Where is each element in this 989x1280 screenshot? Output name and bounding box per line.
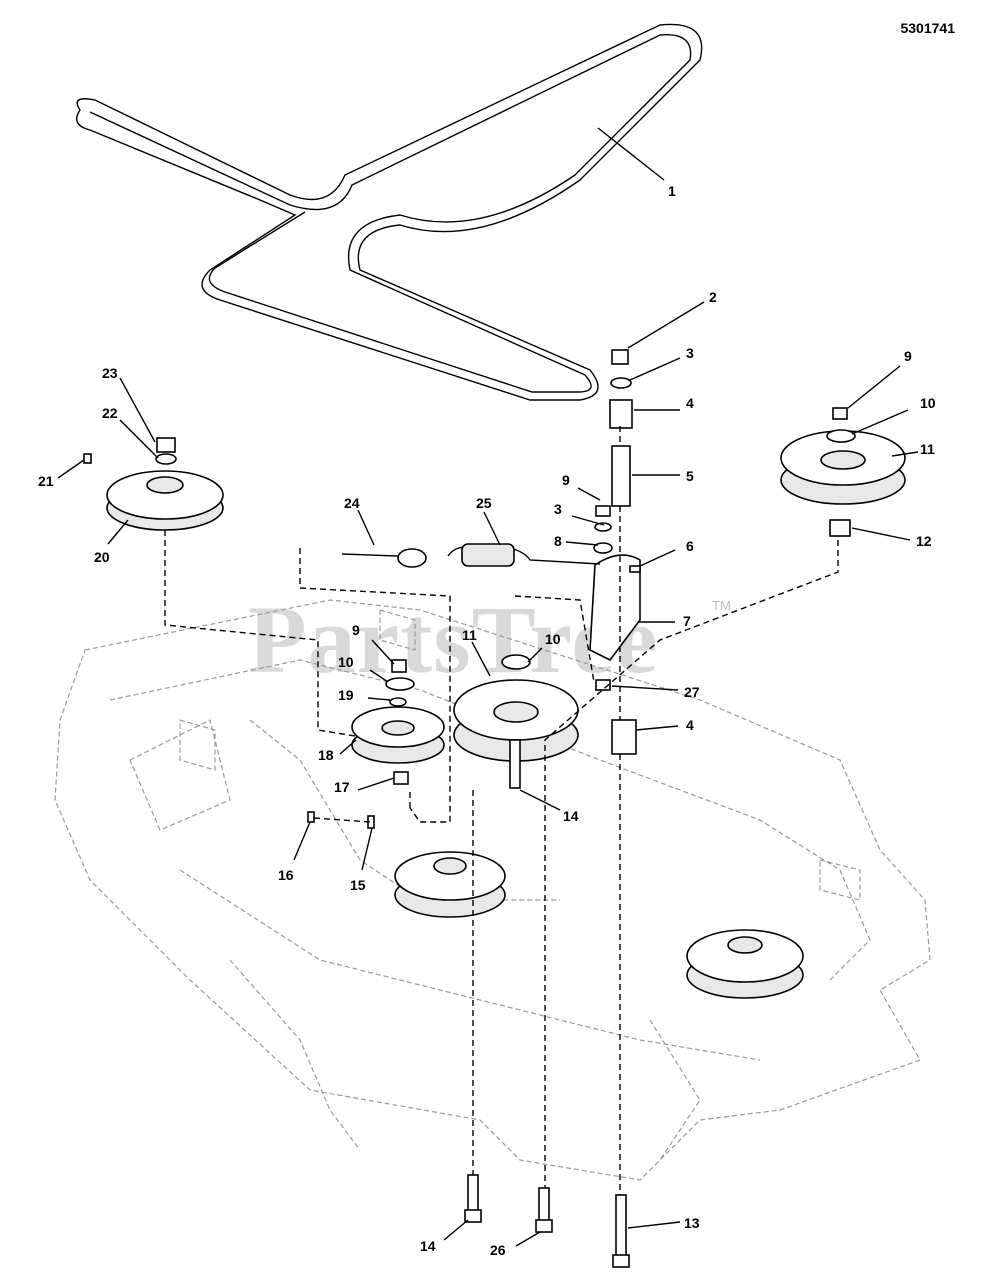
pulley-20 bbox=[83, 437, 224, 531]
watermark: PartsTree bbox=[248, 586, 659, 693]
callout-6: 6 bbox=[686, 538, 694, 554]
callout-22: 22 bbox=[102, 405, 118, 421]
bolts bbox=[464, 1174, 630, 1268]
assembly-lines bbox=[164, 426, 839, 1195]
watermark-trademark: TM bbox=[712, 598, 731, 613]
callout-27: 27 bbox=[684, 684, 700, 700]
callout-17: 17 bbox=[334, 779, 350, 795]
pulley-11-right bbox=[780, 407, 906, 537]
document-number: 5301741 bbox=[900, 20, 955, 36]
callout-16: 16 bbox=[278, 867, 294, 883]
callout-4b: 4 bbox=[686, 717, 694, 733]
callout-20: 20 bbox=[94, 549, 110, 565]
callout-25: 25 bbox=[476, 495, 492, 511]
callout-9c: 9 bbox=[352, 622, 360, 638]
callout-10c: 10 bbox=[338, 654, 354, 670]
callout-7: 7 bbox=[683, 613, 691, 629]
callout-23: 23 bbox=[102, 365, 118, 381]
callout-1: 1 bbox=[668, 183, 676, 199]
callout-12: 12 bbox=[916, 533, 932, 549]
callout-15: 15 bbox=[350, 877, 366, 893]
callout-13: 13 bbox=[684, 1215, 700, 1231]
callout-4a: 4 bbox=[686, 395, 694, 411]
drive-belt bbox=[76, 23, 703, 401]
callout-3b: 3 bbox=[554, 501, 562, 517]
callout-18: 18 bbox=[318, 747, 334, 763]
callout-10a: 10 bbox=[920, 395, 936, 411]
callout-21: 21 bbox=[38, 473, 54, 489]
callout-14b: 14 bbox=[420, 1238, 436, 1254]
leader-lines bbox=[57, 127, 919, 1247]
callout-3a: 3 bbox=[686, 345, 694, 361]
callout-9a: 9 bbox=[562, 472, 570, 488]
callout-8: 8 bbox=[554, 533, 562, 549]
callout-9b: 9 bbox=[904, 348, 912, 364]
spindle-pulleys bbox=[394, 851, 804, 999]
callout-24: 24 bbox=[344, 495, 360, 511]
callout-26: 26 bbox=[490, 1242, 506, 1258]
callout-10b: 10 bbox=[545, 631, 561, 647]
callout-2: 2 bbox=[709, 289, 717, 305]
callout-11a: 11 bbox=[920, 441, 935, 457]
spring-assembly bbox=[341, 543, 601, 568]
callout-11b: 11 bbox=[462, 627, 477, 643]
callout-5: 5 bbox=[686, 468, 694, 484]
callout-19: 19 bbox=[338, 687, 354, 703]
idler-arm-stack bbox=[589, 349, 641, 755]
callout-14a: 14 bbox=[563, 808, 579, 824]
pulley-11-center bbox=[453, 654, 579, 789]
pulley-18 bbox=[307, 659, 445, 829]
callout-labels: 1 2 3 4 5 9 3 8 6 7 27 4 9 10 11 12 23 2… bbox=[38, 183, 936, 1258]
